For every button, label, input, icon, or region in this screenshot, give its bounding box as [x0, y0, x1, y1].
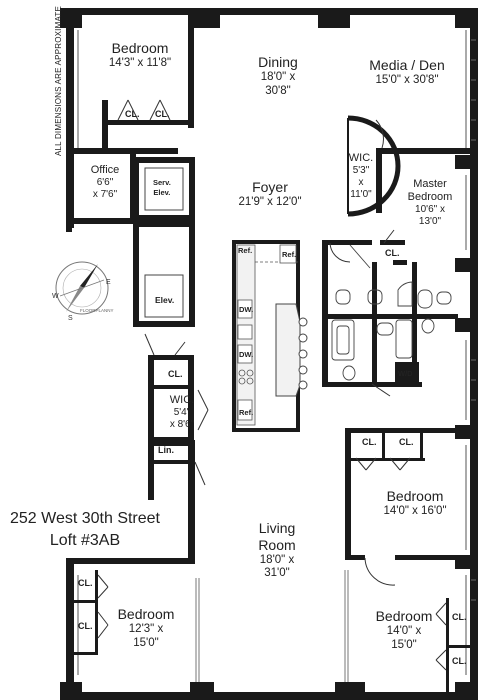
dishwasher-label: DW.	[239, 305, 254, 314]
room-bedroom-nw: Bedroom 14'3" x 11'8"	[108, 40, 172, 69]
closet-label: CL.	[362, 437, 377, 447]
bath-fixtures	[331, 244, 452, 381]
closet-label: CL.	[78, 621, 93, 631]
hall-closet-walls	[148, 355, 194, 500]
room-wic-hall: WIC. 5'4" x 8'6"	[169, 394, 195, 431]
dimensions-disclaimer: ALL DIMENSIONS ARE APPROXIMATE	[54, 5, 63, 156]
linen-closet-label: Lin.	[158, 445, 174, 455]
fridge-label: Ref.	[239, 408, 254, 417]
closet-label: CL.	[78, 578, 93, 588]
room-bedroom-sw: Bedroom 12'3" x 15'0"	[117, 606, 175, 649]
room-master-bedroom: Master Bedroom 10'6" x 13'0"	[407, 178, 453, 228]
elevators	[133, 157, 195, 327]
sw-closet-doors	[97, 574, 109, 639]
address-block: 252 West 30th Street Loft #3AB	[4, 508, 166, 551]
room-bedroom-east: Bedroom 14'0" x 16'0"	[383, 488, 447, 517]
svg-text:S: S	[68, 315, 73, 322]
dishwasher-label: DW.	[239, 350, 254, 359]
room-dining: Dining 18'0" x 30'8"	[258, 54, 298, 97]
compass-text: FLOORPLANNY	[80, 308, 114, 313]
closet-label: CL.	[168, 369, 183, 379]
closet-label: CL.	[125, 109, 140, 119]
room-media-den: Media / Den 15'0" x 30'8"	[369, 57, 445, 86]
room-office: Office 6'6" x 7'6"	[90, 164, 120, 201]
nw-closet-doors	[117, 99, 171, 121]
address-line-1: 252 West 30th Street	[9, 510, 160, 527]
address-line-2: Loft #3AB	[49, 531, 121, 549]
east-bedroom-walls	[345, 428, 478, 560]
compass-rose: W S E FLOORPLANNY	[46, 252, 118, 324]
washer-dryer-label: W/D	[398, 369, 413, 378]
service-elevator-label: Serv. Elev.	[153, 178, 171, 197]
room-living: Living Room 18'0" x 31'0"	[258, 520, 296, 580]
wic-curve-wall	[347, 115, 401, 217]
kitchen	[232, 240, 308, 432]
master-doors	[329, 229, 395, 397]
closet-label: CL.	[385, 248, 400, 258]
sliding-partitions	[195, 570, 349, 682]
sw-closet-walls	[74, 570, 98, 655]
window-hatch	[471, 39, 476, 601]
closet-label: CL.	[155, 109, 170, 119]
se-closet-doors	[435, 602, 447, 671]
svg-text:E: E	[106, 279, 111, 286]
room-foyer: Foyer 21'9" x 12'0"	[238, 179, 302, 208]
exterior-walls	[60, 8, 478, 700]
nw-bedroom-walls	[66, 8, 194, 154]
fridge-label: Ref.	[238, 246, 253, 255]
fridge-label: Ref.	[282, 250, 297, 259]
hall-doors	[144, 333, 209, 486]
svg-text:W: W	[52, 293, 59, 300]
se-closet-walls	[446, 598, 470, 692]
closet-label: CL.	[399, 437, 414, 447]
closet-label: CL.	[452, 612, 467, 622]
windows	[77, 30, 467, 675]
room-bedroom-se: Bedroom 14'0" x 15'0"	[375, 608, 433, 651]
elevator-label: Elev.	[155, 295, 175, 305]
room-wic-master: WIC. 5'3" x 11'0"	[348, 152, 374, 201]
east-closet-doors	[355, 457, 411, 586]
closet-label: CL.	[452, 656, 467, 666]
